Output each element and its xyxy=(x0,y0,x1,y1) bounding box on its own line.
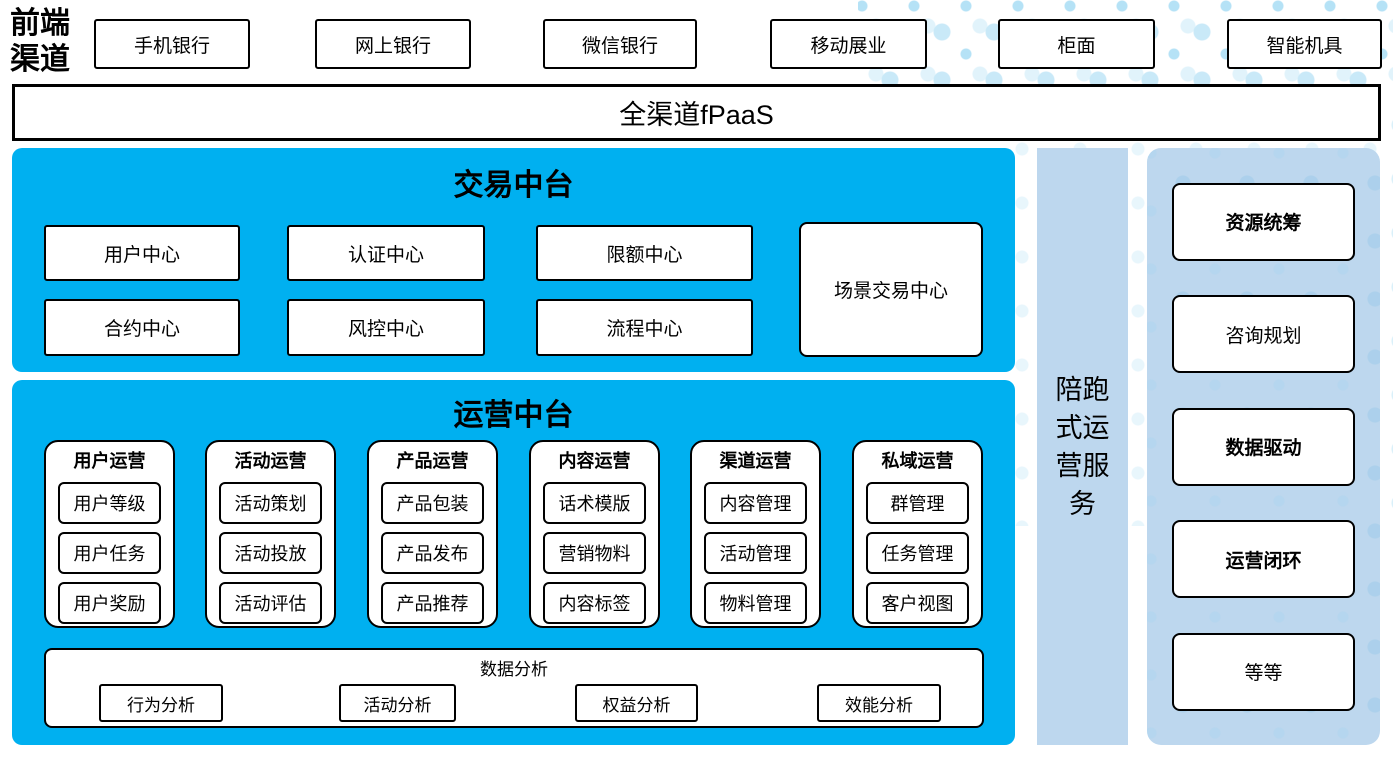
group-item: 话术模版 xyxy=(543,482,646,524)
center-box-limit: 限额中心 xyxy=(536,225,753,281)
group-content-operation: 内容运营 话术模版 营销物料 内容标签 xyxy=(529,440,660,628)
data-analytics-title: 数据分析 xyxy=(480,660,548,679)
service-box-data-driven: 数据驱动 xyxy=(1172,407,1355,486)
group-item: 活动管理 xyxy=(704,532,807,574)
channel-box-online-banking: 网上银行 xyxy=(315,19,471,69)
analytics-box-activity: 活动分析 xyxy=(339,684,456,722)
group-item: 物料管理 xyxy=(704,582,807,624)
center-box-risk: 风控中心 xyxy=(287,299,485,356)
group-item: 任务管理 xyxy=(866,532,969,574)
analytics-box-behavior: 行为分析 xyxy=(99,684,223,722)
group-item: 活动策划 xyxy=(219,482,322,524)
operation-platform-panel: 运营中台 用户运营 用户等级 用户任务 用户奖励 活动运营 活动策划 活动投放 … xyxy=(12,380,1015,745)
front-channels-label: 前端渠道 xyxy=(10,6,70,77)
group-item: 产品推荐 xyxy=(381,582,484,624)
center-box-user: 用户中心 xyxy=(44,225,240,281)
service-box-etc: 等等 xyxy=(1172,632,1355,711)
group-item: 用户奖励 xyxy=(58,582,161,624)
channel-box-mobile-banking: 手机银行 xyxy=(94,19,250,69)
group-item: 用户等级 xyxy=(58,482,161,524)
companion-service-bar: 陪跑式运营服务 xyxy=(1037,148,1128,745)
group-item: 活动投放 xyxy=(219,532,322,574)
center-box-process: 流程中心 xyxy=(536,299,753,356)
group-activity-operation: 活动运营 活动策划 活动投放 活动评估 xyxy=(205,440,336,628)
group-item: 客户视图 xyxy=(866,582,969,624)
companion-service-label: 陪跑式运营服务 xyxy=(1055,374,1110,519)
group-item: 活动评估 xyxy=(219,582,322,624)
channel-box-counter: 柜面 xyxy=(998,19,1155,69)
analytics-box-efficiency: 效能分析 xyxy=(817,684,941,722)
center-box-auth: 认证中心 xyxy=(287,225,485,281)
channel-box-smart-devices: 智能机具 xyxy=(1227,19,1382,69)
service-box-operation-loop: 运营闭环 xyxy=(1172,520,1355,598)
group-item: 内容管理 xyxy=(704,482,807,524)
service-box-resource-planning: 资源统筹 xyxy=(1172,182,1355,261)
transaction-platform-panel: 交易中台 用户中心 认证中心 限额中心 合约中心 风控中心 流程中心 场景交易中… xyxy=(12,148,1015,372)
channel-box-wechat-banking: 微信银行 xyxy=(543,19,697,69)
fpaas-bar: 全渠道fPaaS xyxy=(12,84,1381,141)
fpaas-label: 全渠道fPaaS xyxy=(619,100,774,130)
data-analytics-container: 数据分析 行为分析 活动分析 权益分析 效能分析 xyxy=(44,648,984,728)
center-box-scene-transaction: 场景交易中心 xyxy=(799,222,983,357)
transaction-platform-title: 交易中台 xyxy=(453,169,574,202)
group-item: 营销物料 xyxy=(543,532,646,574)
group-private-domain-operation: 私域运营 群管理 任务管理 客户视图 xyxy=(852,440,983,628)
group-item: 内容标签 xyxy=(543,582,646,624)
group-channel-operation: 渠道运营 内容管理 活动管理 物料管理 xyxy=(690,440,821,628)
center-box-contract: 合约中心 xyxy=(44,299,240,356)
service-panel: 资源统筹 咨询规划 数据驱动 运营闭环 等等 xyxy=(1147,148,1380,745)
service-box-consulting: 咨询规划 xyxy=(1172,295,1355,373)
group-product-operation: 产品运营 产品包装 产品发布 产品推荐 xyxy=(367,440,498,628)
analytics-box-rights: 权益分析 xyxy=(575,684,698,722)
group-item: 用户任务 xyxy=(58,532,161,574)
group-item: 产品发布 xyxy=(381,532,484,574)
channel-box-mobile-marketing: 移动展业 xyxy=(770,19,927,69)
operation-platform-title: 运营中台 xyxy=(453,399,574,432)
group-item: 群管理 xyxy=(866,482,969,524)
group-user-operation: 用户运营 用户等级 用户任务 用户奖励 xyxy=(44,440,175,628)
group-item: 产品包装 xyxy=(381,482,484,524)
